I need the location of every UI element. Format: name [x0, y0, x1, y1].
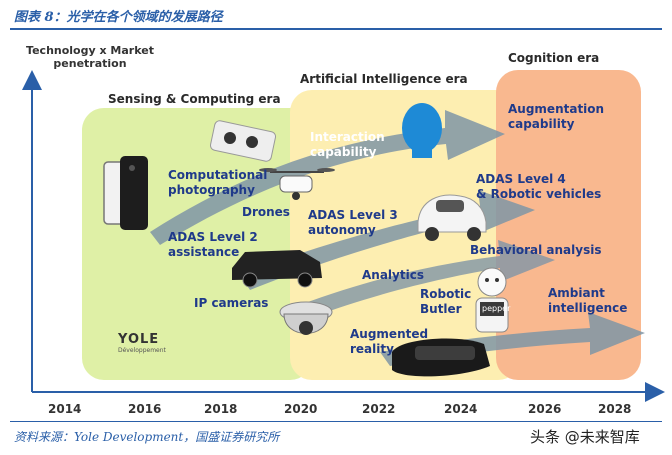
blue-head-image: [402, 103, 442, 158]
ip-camera-image: [279, 301, 333, 335]
smartphone-black-image: [120, 156, 148, 230]
label-drones: Drones: [242, 205, 290, 219]
title-rule: [10, 28, 662, 30]
yole-logo-text: YOLE: [118, 332, 160, 347]
year-tick: 2018: [204, 402, 238, 416]
autonomous-car-image: [417, 194, 487, 241]
label-interaction-capability: Interaction capability: [310, 130, 385, 159]
label-ambiant-intelligence: Ambiant intelligence: [548, 286, 628, 315]
label-augmented-reality: Augmented reality: [350, 327, 429, 356]
era-label-cognition: Cognition era: [508, 51, 600, 65]
label-behavioral-analysis: Behavioral analysis: [470, 243, 602, 257]
camera-module-image: [209, 120, 277, 162]
year-tick: 2022: [362, 402, 396, 416]
year-tick: 2014: [48, 402, 82, 416]
label-augmentation-capability: Augmentation capability: [508, 102, 605, 131]
watermark: 头条 @未来智库: [530, 428, 640, 446]
year-tick: 2016: [128, 402, 162, 416]
label-computational-photography: Computational photography: [168, 168, 268, 197]
era-label-artificial-intelligence: Artificial Intelligence era: [300, 72, 468, 86]
robot-screen-text: pepper: [482, 304, 511, 313]
y-axis-title: Technology x Market penetration: [26, 44, 154, 70]
year-tick: 2024: [444, 402, 478, 416]
label-adas-level-3: ADAS Level 3 autonomy: [308, 208, 398, 237]
yole-logo-subtext: Développement: [118, 347, 166, 354]
year-tick: 2020: [284, 402, 318, 416]
label-analytics: Analytics: [362, 268, 424, 282]
label-robotic-butler: Robotic Butler: [420, 287, 472, 316]
era-label-sensing-computing: Sensing & Computing era: [108, 92, 281, 106]
label-ip-cameras: IP cameras: [194, 296, 269, 310]
yole-logo: YOLE Développement: [118, 332, 166, 354]
sedan-car-image: [232, 250, 322, 288]
footer-rule: [10, 421, 662, 422]
trend-arrow-analytics-to-behavioral: [300, 240, 555, 318]
ar-headset-image: [392, 338, 490, 377]
label-adas-level-4: ADAS Level 4 & Robotic vehicles: [476, 172, 602, 201]
pepper-robot-image: [475, 267, 509, 333]
zone-sensing-computing: [82, 108, 312, 380]
label-adas-level-2: ADAS Level 2 assistance: [168, 230, 258, 259]
drone-image: [259, 168, 335, 200]
year-tick: 2028: [598, 402, 632, 416]
source-note: 资料来源：Yole Development，国盛证券研究所: [14, 430, 280, 444]
year-tick: 2026: [528, 402, 562, 416]
figure-title: 图表 8：光学在各个领域的发展路径: [14, 10, 223, 25]
